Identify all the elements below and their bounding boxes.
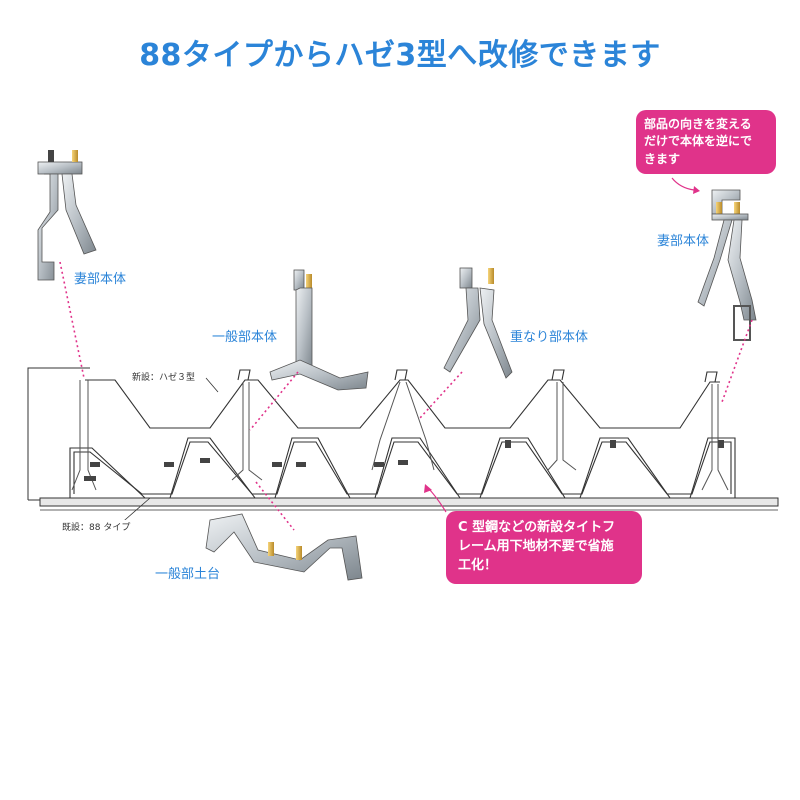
label-new-install: 新設：ハゼ３型 [130,370,198,383]
label-gable-body-right: 妻部本体 [657,234,710,249]
overlap-body-part [443,267,513,379]
callout-top-line-1: 部品の向きを変える [644,117,752,131]
callout-top-line-2: だけで本体を逆にで [644,134,753,149]
page-title: 88タイプからハゼ3型へ改修できます [139,38,661,73]
callout-arrowheads [424,186,700,493]
label-gable-body-left: 妻部本体 [74,272,127,287]
label-overlap-body: 重なり部本体 [510,330,589,345]
label-general-body: 一般部本体 [212,330,278,345]
roof-brackets [71,380,729,491]
callout-reverse-parts: 部品の向きを変える だけで本体を逆にで きます [636,110,776,175]
leader-lines [59,261,753,531]
new-haze3-roof [85,369,720,429]
base-beam [39,497,779,511]
gable-body-right-part [697,189,757,341]
general-body-part [269,269,369,391]
callout-top-line-3: きます [644,151,681,166]
existing-88-roof [69,437,736,499]
label-general-base: 一般部土台 [155,567,221,582]
general-base-part [205,513,363,581]
gable-body-left-part [37,150,97,281]
wall-frame [27,367,90,501]
callout-no-substructure: C 型鋼などの新設タイトフ レーム用下地材不要で省施 工化！ [446,511,642,584]
callout-bottom-line-1: C 型鋼などの新設タイトフ [458,520,616,535]
callout-arrows [427,177,695,513]
label-existing: 既設：88 タイプ [60,520,133,533]
callout-bottom-line-2: レーム用下地材不要で省施 [458,538,614,554]
callout-bottom-line-3: 工化！ [458,557,498,573]
bolts [84,440,724,481]
